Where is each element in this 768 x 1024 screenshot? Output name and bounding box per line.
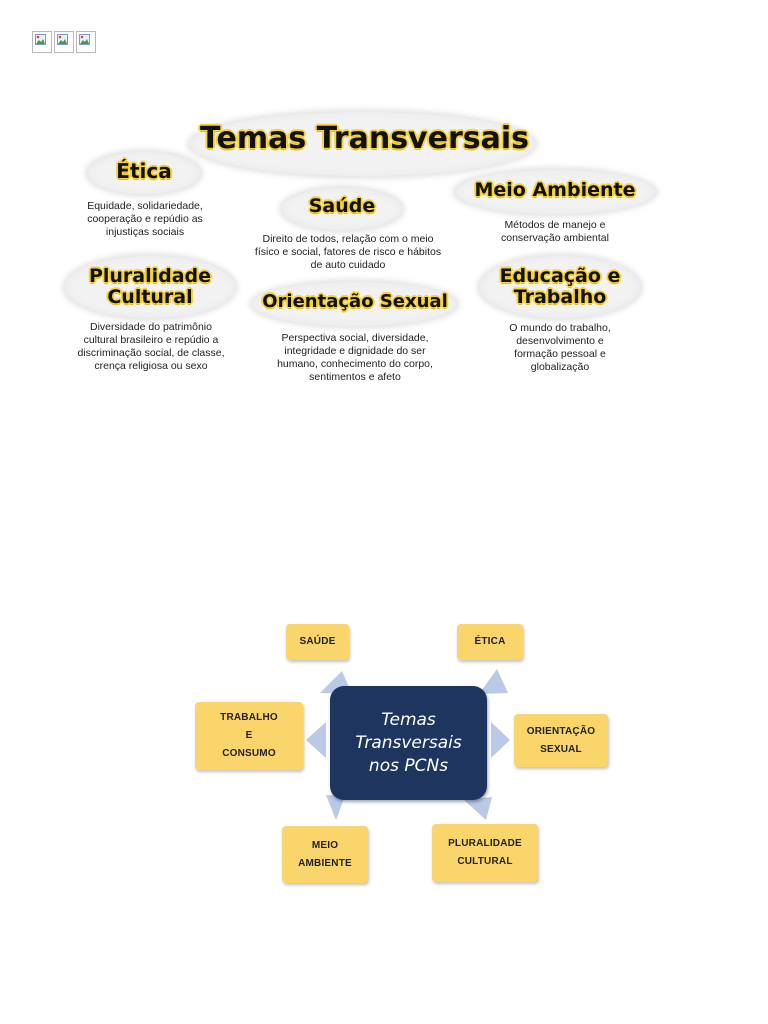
pluralidade-cultural-description: Diversidade do patrimônio cultural brasi… [77,321,225,372]
node-meio-ambiente: MEIO AMBIENTE [282,826,368,883]
etica-description: Equidade, solidariedade, cooperação e re… [87,200,203,238]
meio-ambiente-heading: Meio Ambiente [474,179,636,201]
educacao-trabalho-description: O mundo do trabalho, desenvolvimento e f… [509,322,611,373]
etica-heading: Ética [116,159,172,183]
arrow-to-orientacao-sexual [491,722,510,758]
educacao-trabalho-blob [480,256,640,318]
title-blob [190,112,535,176]
node-saude: SAÚDE [286,624,349,660]
node-etica: ÉTICA [457,624,523,660]
saude-blob [282,188,402,230]
educacao-trabalho-heading: Educação e Trabalho [499,265,621,308]
meio-ambiente-blob [455,170,655,214]
broken-image-icon [54,31,74,53]
node-pluralidade-cultural: PLURALIDADE CULTURAL [432,824,538,882]
center-node: Temas Transversais nos PCNs [330,686,487,800]
arrow-to-trabalho-consumo [306,722,326,758]
orientacao-sexual-description: Perspectiva social, diversidade, integri… [277,332,433,383]
node-trabalho-consumo: TRABALHO E CONSUMO [195,702,303,770]
arrow-to-meio-ambiente [326,795,345,820]
pluralidade-cultural-heading: Pluralidade Cultural [88,265,212,308]
pluralidade-cultural-blob [65,256,235,318]
saude-heading: Saúde [308,195,376,217]
broken-image-icon [76,31,96,53]
node-orientacao-sexual: ORIENTAÇÃO SEXUAL [514,714,608,767]
orientacao-sexual-blob [252,282,457,326]
orientacao-sexual-heading: Orientação Sexual [262,291,448,312]
saude-description: Direito de todos, relação com o meio fís… [254,233,442,271]
infographic-title: Temas Transversais [200,121,529,156]
broken-image-icon [32,31,52,53]
meio-ambiente-description: Métodos de manejo e conservação ambienta… [501,219,609,244]
arrow-to-etica [479,669,508,694]
broken-image-row [32,31,96,53]
etica-blob [88,152,200,194]
arrow-to-pluralidade-cultural [464,797,492,820]
